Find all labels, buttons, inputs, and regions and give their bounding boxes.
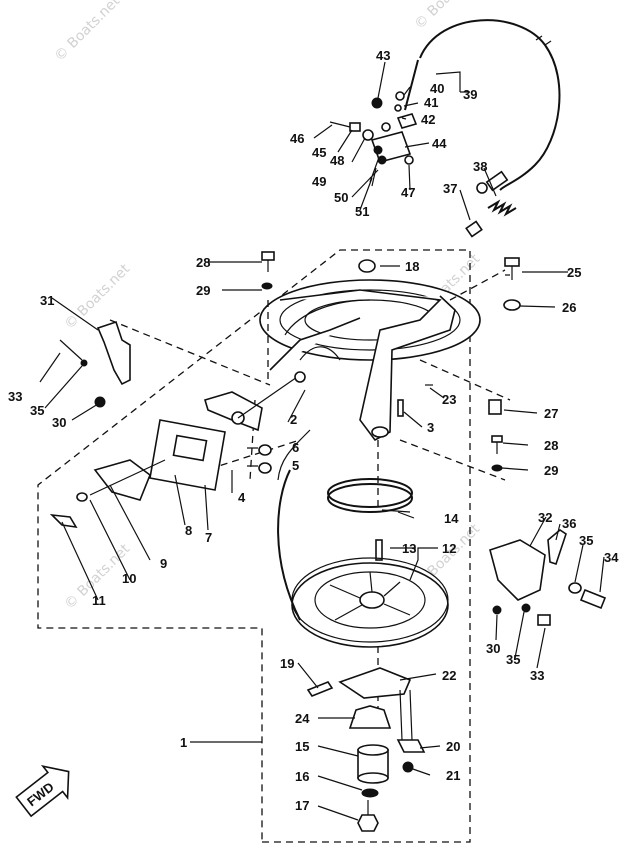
lever-31 — [59, 320, 131, 408]
callout-label: 47 — [401, 185, 415, 200]
callout-label: 35 — [506, 652, 520, 667]
starter-cable — [419, 19, 561, 191]
starter-housing — [259, 279, 481, 442]
callout-label: 32 — [538, 510, 552, 525]
callout-label: 29 — [544, 463, 558, 478]
callout-label: 1 — [180, 735, 187, 750]
callout-label: 17 — [295, 798, 309, 813]
callout-label: 15 — [295, 739, 309, 754]
control-assembly — [49, 371, 306, 529]
watermark: © Boats.net — [52, 0, 124, 65]
callout-label: 26 — [562, 300, 576, 315]
callout-label: 42 — [421, 112, 435, 127]
callout-label: 33 — [530, 668, 544, 683]
callout-label: 41 — [424, 95, 438, 110]
callout-label: 23 — [442, 392, 456, 407]
callout-label: 8 — [185, 523, 192, 538]
callout-label: 35 — [30, 403, 44, 418]
callout-label: 3 — [427, 420, 434, 435]
callout-label: 28 — [544, 438, 558, 453]
callout-label: 28 — [196, 255, 210, 270]
callout-label: 33 — [8, 389, 22, 404]
callout-label: 49 — [312, 174, 326, 189]
callout-label: 39 — [463, 87, 477, 102]
callout-label: 30 — [486, 641, 500, 656]
watermark: © Boats.net — [412, 0, 484, 33]
callout-label: 25 — [567, 265, 581, 280]
callout-label: 5 — [292, 458, 299, 473]
callout-label: 45 — [312, 145, 326, 160]
callout-label: 35 — [579, 533, 593, 548]
callout-label: 6 — [292, 440, 299, 455]
callout-label: 51 — [355, 204, 369, 219]
callout-label: 43 — [376, 48, 390, 63]
callout-label: 24 — [295, 711, 310, 726]
callout-label: 4 — [238, 490, 246, 505]
callout-label: 21 — [446, 768, 460, 783]
assembly-boundary — [37, 249, 471, 843]
callout-label: 2 — [290, 412, 297, 427]
sheave-drum — [277, 429, 449, 648]
callout-label: 20 — [446, 739, 460, 754]
callout-label: 14 — [444, 511, 459, 526]
callout-label: 11 — [92, 593, 106, 608]
watermark: © Boats.net — [62, 261, 134, 333]
recoil-spring — [327, 478, 413, 513]
callout-label: 12 — [442, 541, 456, 556]
callout-label: 10 — [122, 571, 136, 586]
callout-labels: 1 2 3 4 5 6 7 8 9 10 11 12 13 14 15 16 1… — [8, 48, 619, 813]
neutral-switch-assembly — [489, 529, 607, 626]
callout-label: 9 — [160, 556, 167, 571]
callout-label: 27 — [544, 406, 558, 421]
callout-label: 29 — [196, 283, 210, 298]
callout-label: 31 — [40, 293, 54, 308]
callout-label: 34 — [604, 550, 619, 565]
callout-label: 44 — [432, 136, 447, 151]
callout-label: 50 — [334, 190, 348, 205]
callout-label: 18 — [405, 259, 419, 274]
callout-label: 13 — [402, 541, 416, 556]
callout-label: 7 — [205, 530, 212, 545]
callout-label: 46 — [290, 131, 304, 146]
forward-arrow-icon: FWD — [15, 765, 70, 818]
callout-label: 19 — [280, 656, 294, 671]
callout-label: 16 — [295, 769, 309, 784]
callout-label: 36 — [562, 516, 576, 531]
callout-label: 37 — [443, 181, 457, 196]
callout-label: 38 — [473, 159, 487, 174]
callout-label: 40 — [430, 81, 444, 96]
callout-label: 48 — [330, 153, 344, 168]
callout-label: 22 — [442, 668, 456, 683]
callout-label: 30 — [52, 415, 66, 430]
